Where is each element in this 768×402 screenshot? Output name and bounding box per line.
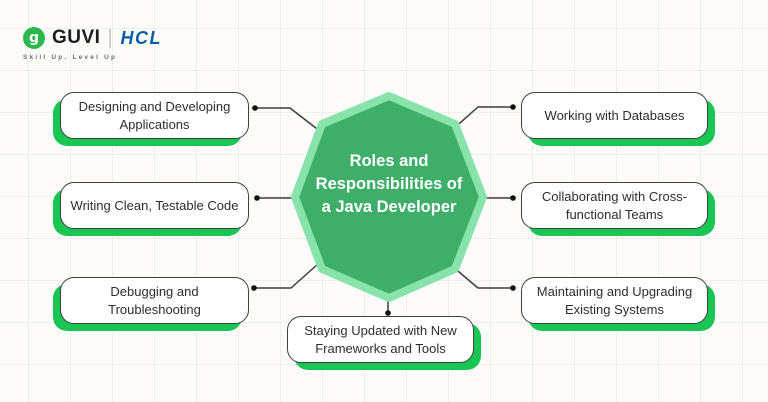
brand-header: g GUVI HCL Skill Up. Level Up	[23, 27, 162, 61]
node-label: Writing Clean, Testable Code	[70, 197, 239, 213]
guvi-logo-glyph: g	[28, 30, 40, 46]
node-maintaining-upgrading-existing-systems: Maintaining and Upgrading Existing Syste…	[521, 277, 708, 324]
connector-databases	[451, 106, 512, 131]
node-label: Working with Databases	[544, 107, 685, 123]
brand-guvi-text: GUVI	[52, 27, 101, 48]
center-octagon	[291, 92, 487, 302]
node-label: Staying Updated with New Frameworks and …	[304, 322, 457, 356]
center-title: Roles and Responsibilities of a Java Dev…	[315, 152, 463, 216]
guvi-logo-icon: g	[23, 27, 45, 49]
node-writing-clean-testable-code: Writing Clean, Testable Code	[60, 182, 249, 229]
brand-hcl-text: HCL	[120, 27, 162, 48]
connector-maintaining	[451, 265, 511, 289]
node-working-with-databases: Working with Databases	[521, 92, 708, 139]
node-debugging-troubleshooting: Debugging and Troubleshooting	[60, 277, 249, 324]
node-label: Maintaining and Upgrading Existing Syste…	[536, 283, 693, 317]
connector-designing	[255, 107, 322, 133]
brand-tagline: Skill Up. Level Up	[23, 54, 118, 61]
node-label: Designing and Developing Applications	[78, 98, 231, 132]
connector-dots	[251, 104, 516, 316]
node-label: Debugging and Troubleshooting	[108, 283, 201, 317]
brand-row: g GUVI HCL	[23, 27, 162, 49]
node-staying-updated-frameworks-tools: Staying Updated with New Frameworks and …	[287, 316, 474, 363]
node-designing-developing-applications: Designing and Developing Applications	[60, 92, 249, 139]
brand-divider	[109, 28, 112, 48]
node-label: Collaborating with Cross-functional Team…	[541, 188, 688, 222]
connector-debugging	[254, 263, 319, 289]
node-collaborating-cross-functional-teams: Collaborating with Cross-functional Team…	[521, 182, 708, 229]
